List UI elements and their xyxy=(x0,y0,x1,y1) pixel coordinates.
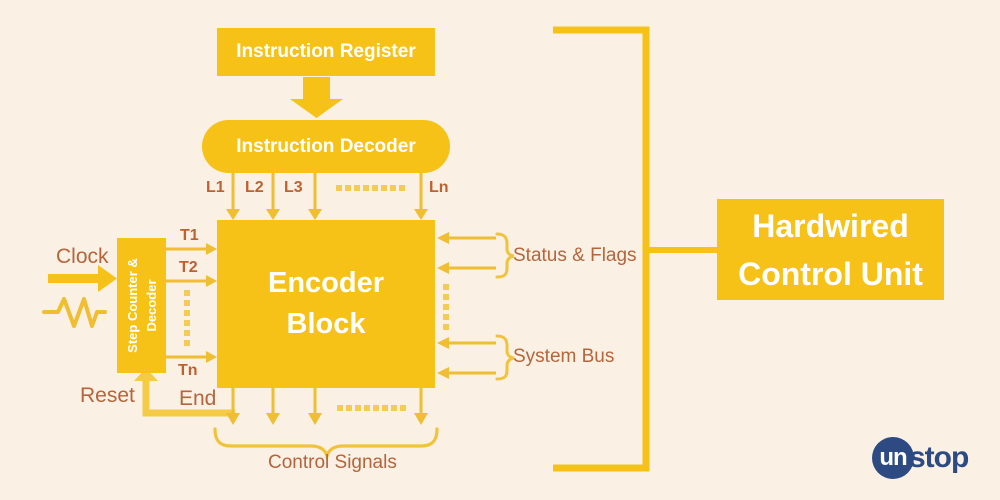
end-label: End xyxy=(179,387,217,410)
signal-label-t2: T2 xyxy=(179,259,198,276)
status-flags-brace xyxy=(495,232,515,279)
signal-label-t1: T1 xyxy=(180,227,199,244)
system-bus-arrows xyxy=(437,337,496,379)
register-to-decoder-arrow xyxy=(290,77,343,118)
signal-label-l1: L1 xyxy=(206,179,225,196)
clock-label: Clock xyxy=(56,245,109,268)
status-flags-label: Status & Flags xyxy=(513,245,637,266)
signal-label-tn: Tn xyxy=(178,362,198,379)
end-reset-wire xyxy=(134,368,235,417)
encoder-block-label-line2: Block xyxy=(286,308,366,340)
control-dotted-line xyxy=(337,405,406,411)
control-signal-arrows xyxy=(226,388,428,425)
encoder-block-box: Encoder Block xyxy=(217,220,435,388)
decoder-output-arrows xyxy=(226,173,428,220)
signal-label-ln: Ln xyxy=(429,179,449,196)
instruction-register-box: Instruction Register xyxy=(217,28,435,76)
step-counter-label: Step Counter & Decoder xyxy=(124,258,159,353)
timing-signal-arrows xyxy=(166,243,217,363)
hardwired-label-line1: Hardwired xyxy=(752,207,909,244)
control-signals-brace xyxy=(213,427,439,462)
encoder-block-label-line1: Encoder xyxy=(267,267,385,299)
reset-label: Reset xyxy=(80,384,135,407)
right-dotted-line xyxy=(443,284,449,330)
signal-label-l3: L3 xyxy=(284,179,303,196)
instruction-decoder-label: Instruction Decoder xyxy=(236,135,416,157)
status-flags-arrows xyxy=(437,232,496,274)
unstop-logo-circle: un xyxy=(872,437,914,479)
decoder-output-dotted-line xyxy=(336,185,405,191)
timing-dotted-line xyxy=(184,290,190,346)
hardwired-control-unit-box: Hardwired Control Unit xyxy=(717,199,944,300)
clock-waveform-icon xyxy=(42,297,107,328)
hardwired-label-line2: Control Unit xyxy=(738,255,923,292)
step-counter-box: Step Counter & Decoder xyxy=(117,238,166,373)
unstop-logo-text: stop xyxy=(909,441,969,474)
unstop-logo: un stop xyxy=(872,437,969,479)
instruction-register-label: Instruction Register xyxy=(236,41,416,62)
control-signals-label: Control Signals xyxy=(268,452,397,473)
system-bus-label: System Bus xyxy=(513,346,615,367)
signal-label-l2: L2 xyxy=(245,179,264,196)
instruction-decoder-box: Instruction Decoder xyxy=(202,120,450,173)
system-bus-brace xyxy=(495,334,515,381)
clock-arrow xyxy=(48,265,117,292)
